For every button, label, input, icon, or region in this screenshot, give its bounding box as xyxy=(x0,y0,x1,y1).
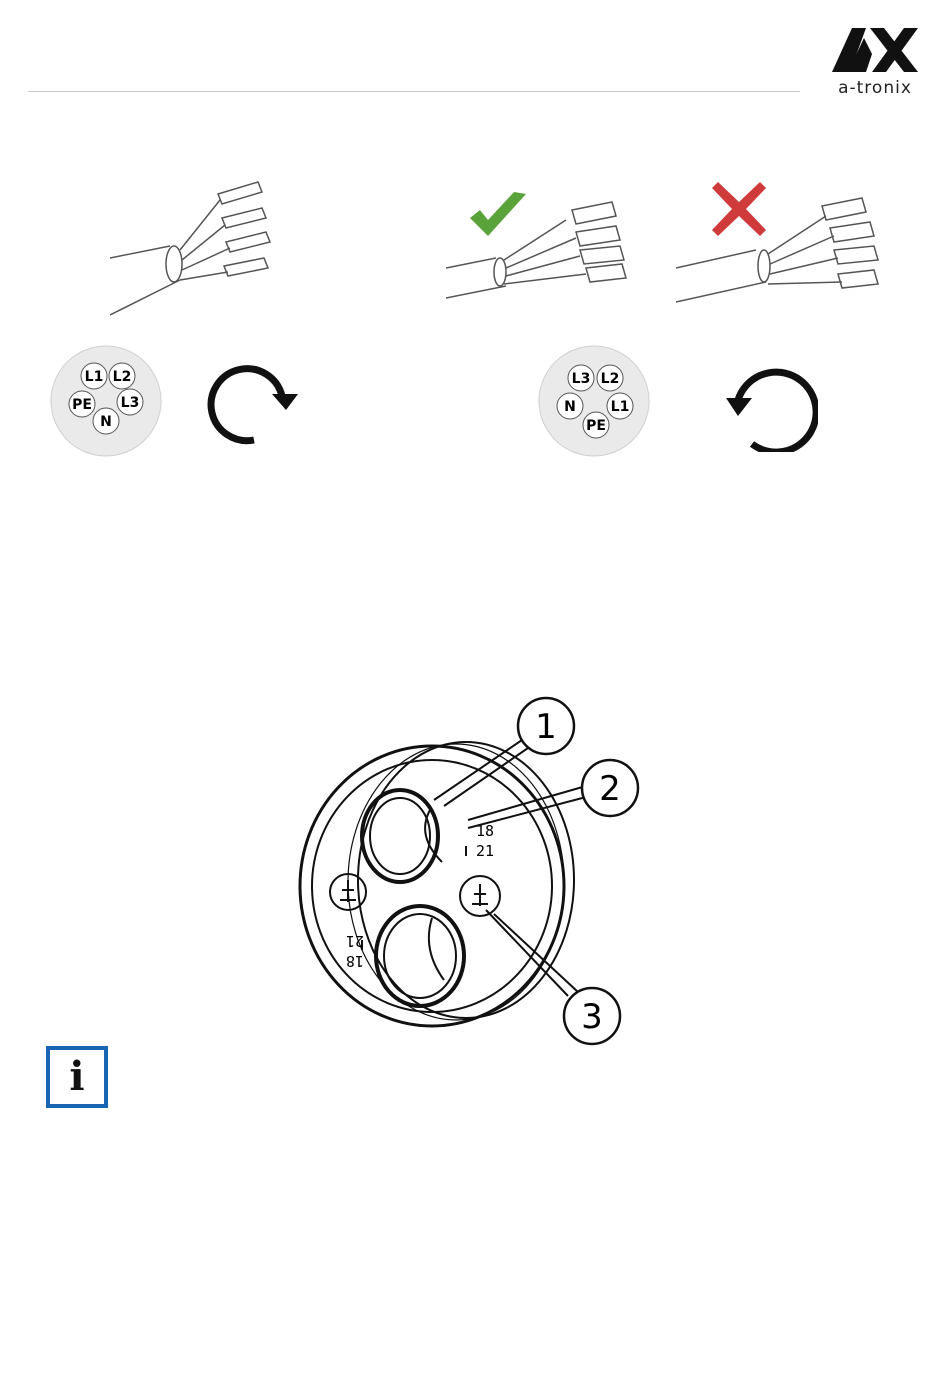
callout-number: 1 xyxy=(535,707,557,747)
callout-number: 3 xyxy=(581,997,603,1037)
callout-1: 1 xyxy=(516,696,576,756)
callout-2: 2 xyxy=(580,758,640,818)
info-icon: i xyxy=(46,1046,108,1108)
callout-3: 3 xyxy=(562,986,622,1046)
callout-number: 2 xyxy=(599,769,621,809)
